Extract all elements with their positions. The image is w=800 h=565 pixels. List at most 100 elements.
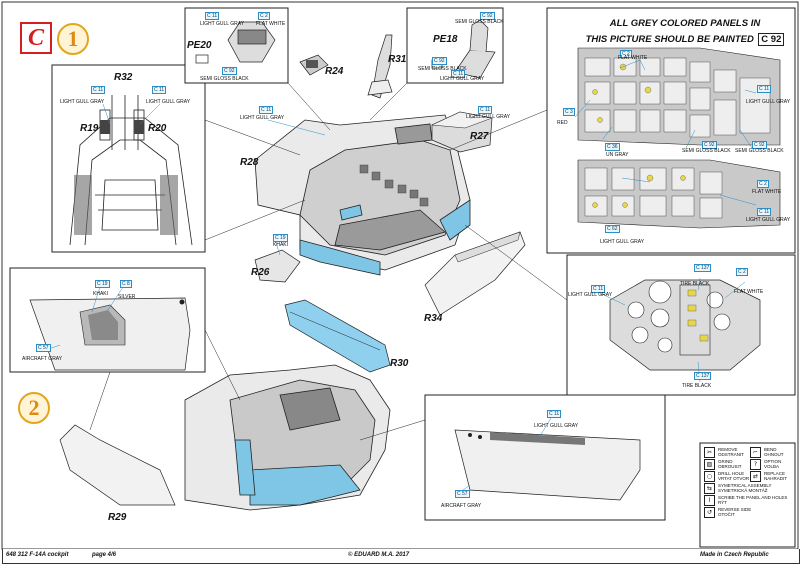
paint-note-line-1: ALL GREY COLORED PANELS IN: [609, 18, 761, 29]
legend-option: ? OPTION VOLBA: [750, 459, 781, 470]
part-r34: R34: [424, 313, 443, 324]
part-r30: R30: [390, 358, 409, 369]
footer-page: page 4/6: [92, 552, 117, 558]
part-r19: R19: [80, 123, 99, 134]
code-c36-panel: C 36: [605, 143, 620, 151]
step-two-number: 2: [28, 395, 40, 420]
legend-remove-text: REMOVE ODSTRANIT: [718, 446, 745, 457]
code-c2-throttle: C 2: [258, 12, 270, 20]
color-un-gray-panel: UN GRAY: [606, 152, 629, 158]
code-c19-r26: C 19: [273, 234, 288, 242]
legend-option-text: OPTION VOLBA: [764, 458, 782, 469]
code-c11-stick: C 11: [451, 70, 466, 78]
part-r32: R32: [114, 72, 133, 83]
legend-drill: ○ DRILL HOLE VRTAT OTVOR: [704, 471, 750, 482]
code-c11-right-console: C 11: [547, 410, 562, 418]
part-r26: R26: [251, 267, 270, 278]
legend-reverse: ↺ REVERSE SIDE OTOČIT: [704, 507, 792, 518]
part-r28: R28: [240, 157, 259, 168]
code-c11-seat-left: C 11: [91, 86, 106, 94]
code-c92-panel-a: C 92: [702, 141, 717, 149]
part-r27: R27: [470, 131, 489, 142]
part-pe20: PE20: [187, 40, 212, 51]
color-light-gull-gray-right-console: LIGHT GULL GRAY: [534, 423, 579, 429]
code-c11-r27: C 11: [478, 106, 493, 114]
color-light-gull-gray-seat-right: LIGHT GULL GRAY: [146, 99, 191, 105]
color-light-gull-gray-throttle: LIGHT GULL GRAY: [200, 21, 245, 27]
color-light-gull-gray-panel-b: LIGHT GULL GRAY: [746, 217, 791, 223]
code-c2-panel-b: C 2: [757, 180, 769, 188]
color-red-panel: RED: [557, 120, 568, 126]
replace-icon: ⇄: [750, 471, 761, 482]
legend-box: [699, 442, 796, 548]
option-icon: ?: [750, 459, 761, 470]
legend-remove: ✂ REMOVE ODSTRANIT: [704, 447, 750, 458]
code-c92-panel-b: C 92: [752, 141, 767, 149]
footer-copyright: © EDUARD M.A. 2017: [348, 552, 410, 558]
code-c92-throttle: C 92: [222, 67, 237, 75]
part-r31: R31: [388, 54, 407, 65]
color-aircraft-gray-console: AIRCRAFT GRAY: [22, 356, 63, 362]
color-semi-gloss-black-panel-b: SEMI GLOSS BLACK: [735, 148, 784, 154]
code-c92-stick-left: C 92: [432, 57, 447, 65]
paint-note-line-2: THIS PICTURE SHOULD BE PAINTED: [585, 34, 754, 45]
legend-replace: ⇄ REPLACE NAHRADIT: [750, 471, 787, 482]
color-semi-gloss-black-stick-left: SEMI GLOSS BLACK: [418, 66, 467, 72]
code-c11-seat-right: C 11: [152, 86, 167, 94]
code-c8-console: C 8: [120, 280, 132, 288]
code-c11-tub: C 11: [259, 106, 274, 114]
step-two-badge: 2: [18, 392, 50, 424]
color-light-gull-gray-seat-left: LIGHT GULL GRAY: [60, 99, 105, 105]
color-tire-black-gauges-bottom: TIRE BLACK: [682, 383, 712, 389]
legend-grind-text: GRIND OBROUSIT: [718, 458, 742, 469]
legend-bend: ⌐ BEND OHNOUT: [750, 447, 784, 458]
code-c92-stick-top: C 92: [480, 12, 495, 20]
symmetrical-icon: ⇆: [704, 483, 715, 494]
scribe-icon: ⌇: [704, 495, 715, 506]
legend-grind: ▨ GRIND OBROUSIT: [704, 459, 750, 470]
step-one-number: 1: [67, 26, 79, 51]
color-light-gull-gray-tub: LIGHT GULL GRAY: [240, 115, 285, 121]
color-flat-white-panel: FLAT WHITE: [618, 55, 648, 61]
code-c3-panel: C 3: [563, 108, 575, 116]
color-semi-gloss-black-stick-top: SEMI GLOSS BLACK: [455, 19, 504, 25]
color-light-gull-gray-panel: LIGHT GULL GRAY: [746, 99, 791, 105]
color-semi-gloss-black-throttle: SEMI GLOSS BLACK: [200, 76, 249, 82]
legend-drill-text: DRILL HOLE VRTAT OTVOR: [718, 470, 750, 481]
legend-scribe: ⌇ SCRIBE THE PANEL AND HOLES RÝT: [704, 495, 792, 506]
legend-bend-text: BEND OHNOUT: [764, 446, 784, 457]
footer-made-in: Made in Czech Republic: [700, 552, 769, 558]
color-light-gull-gray-panel-c: LIGHT GULL GRAY: [600, 239, 645, 245]
color-silver-console: SILVER: [118, 294, 136, 300]
legend: ✂ REMOVE ODSTRANIT ⌐ BEND OHNOUT ▨ GRIND…: [704, 447, 792, 518]
color-khaki-r26: KHAKI: [273, 242, 289, 248]
code-c11-throttle: C 11: [205, 12, 220, 20]
scissors-icon: ✂: [704, 447, 715, 458]
code-c137-gauges-bottom: C 137: [694, 372, 712, 380]
code-c11-panel: C 11: [757, 85, 772, 93]
step-one-badge: 1: [57, 23, 89, 55]
legend-symmetrical-text: SYMETRICAL ASSEMBLY SYMETRICKÁ MONTÁŽ: [718, 482, 772, 493]
color-flat-white-gauges: FLAT WHITE: [734, 289, 764, 295]
color-light-gull-gray-gauges: LIGHT GULL GRAY: [568, 292, 613, 298]
color-khaki-console: KHAKI: [93, 291, 109, 297]
code-c2-gauges: C 2: [736, 268, 748, 276]
stage-letter: C: [27, 25, 44, 51]
color-light-gull-gray-stick: LIGHT GULL GRAY: [440, 76, 485, 82]
part-r20: R20: [148, 123, 167, 134]
footer-kit: 648 312 F-14A cockpit: [6, 552, 69, 558]
legend-reverse-text: REVERSE SIDE OTOČIT: [718, 506, 752, 517]
color-flat-white-panel-b: FLAT WHITE: [752, 189, 782, 195]
code-c137-gauges-top: C 137: [694, 264, 712, 272]
code-c62-panel: C 62: [605, 225, 620, 233]
paint-note-code: C 92: [758, 33, 785, 46]
paint-note: ALL GREY COLORED PANELS IN THIS PICTURE …: [585, 18, 785, 47]
color-semi-gloss-black-panel-a: SEMI GLOSS BLACK: [682, 148, 731, 154]
code-c57-right-console: C 57: [455, 490, 470, 498]
code-c11-gauges: C 11: [591, 285, 606, 293]
legend-scribe-text: SCRIBE THE PANEL AND HOLES RÝT: [718, 494, 788, 505]
part-r29: R29: [108, 512, 127, 523]
legend-symmetrical: ⇆ SYMETRICAL ASSEMBLY SYMETRICKÁ MONTÁŽ: [704, 483, 792, 494]
